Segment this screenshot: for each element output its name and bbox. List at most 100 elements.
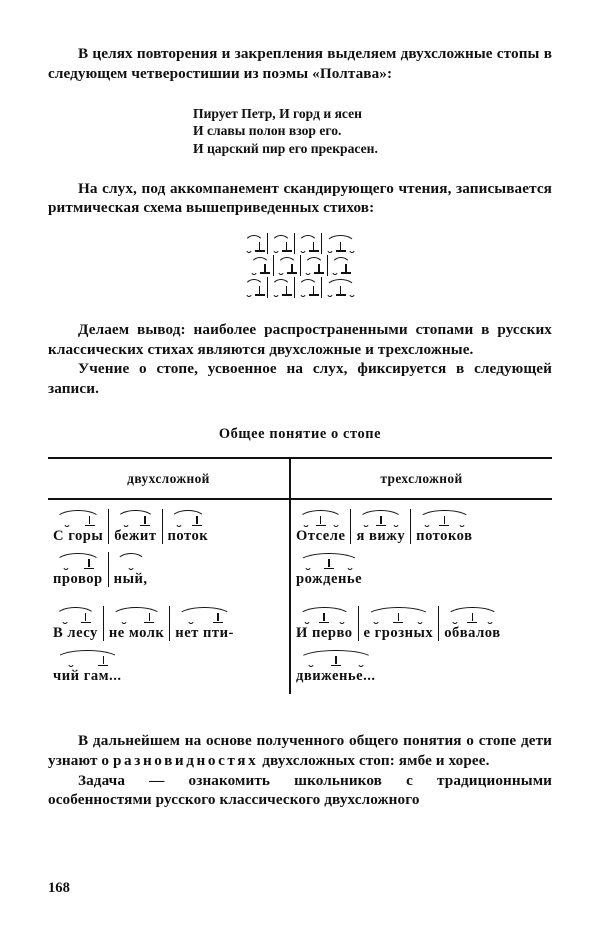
breve-mark-icon — [371, 613, 382, 625]
breve-mark-icon — [249, 264, 260, 276]
breve-mark-icon — [60, 613, 71, 625]
spacer — [48, 716, 552, 731]
foot-arc-icon — [110, 607, 163, 617]
foot-arc-icon — [271, 278, 291, 289]
ictus-mark-icon — [260, 263, 271, 276]
ictus-mark-icon — [335, 285, 346, 298]
foot-arc-icon — [297, 553, 361, 563]
scansion-marks — [296, 552, 362, 571]
verse-line-2: И славы полон взор его. — [193, 123, 342, 139]
breve-mark-icon — [390, 516, 401, 528]
foot-arc-icon — [244, 278, 264, 289]
breve-mark-icon — [61, 516, 72, 528]
ictus-mark-icon — [281, 241, 292, 254]
spacer — [48, 218, 552, 233]
scansion-foot-group: чий гам... — [48, 649, 127, 684]
breve-mark-icon — [484, 613, 495, 625]
scansion-mark-row — [444, 613, 500, 625]
paragraph-record: Учение о стопе, усвоенное на слух, фикси… — [48, 360, 552, 397]
scansion-marks — [444, 606, 500, 625]
foot-arc-icon — [116, 510, 155, 520]
ictus-mark-icon — [98, 656, 109, 668]
scansion-mark-row — [168, 516, 209, 528]
breve-mark-icon — [185, 613, 196, 625]
page-content: В целях повторения и закрепления выделяе… — [48, 44, 552, 810]
scansion-foot-group: потоков — [411, 509, 477, 544]
ictus-mark-icon — [375, 516, 386, 528]
scansion-foot-group: И перво — [291, 606, 359, 642]
foot-arc-icon — [177, 607, 232, 617]
emphasis-spaced-word: разновидностях — [113, 751, 259, 769]
scansion-word: не молк — [108, 625, 165, 642]
scansion-mark-row — [53, 559, 103, 571]
breve-mark-icon — [449, 613, 460, 625]
scansion-mark-row — [364, 613, 434, 625]
foot-arc-icon — [418, 510, 471, 520]
scansion-marks — [296, 649, 376, 668]
foot-arc-icon — [358, 510, 404, 520]
breve-mark-icon — [243, 286, 254, 298]
ictus-mark-icon — [192, 516, 203, 528]
scansion-marks — [356, 509, 405, 528]
breve-mark-icon — [270, 286, 281, 298]
scansion-marks — [53, 606, 98, 625]
breve-mark-icon — [66, 656, 77, 668]
paragraph-further-part-a: В дальнейшем на основе полученного общег… — [48, 732, 552, 769]
paragraph-further-part-b: двухсложных стоп: ямбе и хорее. — [258, 751, 490, 769]
scansion-mark-row — [296, 559, 362, 571]
rhythmic-scheme-diagram — [48, 232, 552, 298]
breve-mark-icon — [324, 242, 335, 254]
scansion-line: чий гам... — [48, 649, 289, 684]
paragraph-rhythm-intro: На слух, под аккомпанемент скандирующего… — [48, 179, 552, 217]
ictus-mark-icon — [393, 613, 404, 625]
rhythmic-scheme-row — [241, 232, 359, 254]
breve-mark-icon — [276, 264, 287, 276]
spacer — [48, 398, 552, 420]
scansion-mark-row — [114, 516, 156, 528]
page-number: 168 — [48, 880, 70, 896]
breve-mark-icon — [120, 516, 131, 528]
scansion-word: нет пти- — [175, 625, 234, 642]
spacer — [48, 83, 552, 105]
scansion-marks — [175, 606, 234, 625]
ictus-mark-icon — [254, 241, 265, 254]
scansion-marks — [168, 509, 209, 528]
scansion-foot-group: провор — [48, 552, 109, 588]
scansion-mark-row — [175, 613, 234, 625]
scansion-word: чий гам... — [53, 668, 122, 685]
scansion-marks — [416, 509, 472, 528]
spacer — [48, 157, 552, 179]
foot-arc-icon — [325, 278, 356, 289]
rhythmic-scheme-row — [247, 254, 354, 276]
scansion-mark-row — [416, 516, 472, 528]
spacer — [48, 694, 552, 716]
scansion-word: движенье... — [295, 668, 376, 685]
scansion-marks — [53, 649, 122, 668]
scansion-line: движенье... — [291, 649, 552, 684]
scansion-foot-group: е грозных — [359, 606, 440, 642]
ictus-mark-icon — [467, 613, 478, 625]
breve-mark-icon — [301, 613, 312, 625]
scansion-marks — [364, 606, 434, 625]
scansion-word: Отселе — [295, 528, 346, 545]
scansion-word: бежит — [114, 528, 157, 545]
ictus-mark-icon — [84, 516, 95, 528]
foot-arc-icon — [446, 607, 499, 617]
scansion-foot-group: ный, — [109, 552, 153, 587]
scansion-mark-row — [114, 559, 148, 571]
breve-mark-icon — [355, 656, 366, 668]
scansion-marks — [114, 509, 156, 528]
breve-mark-icon — [270, 242, 281, 254]
table-title: Общее понятие о стопе — [218, 426, 382, 443]
foot-arc-icon — [55, 607, 96, 617]
verse-line-3: И царский пир его прекрасен. — [193, 140, 378, 156]
rhythmic-foot — [268, 232, 295, 254]
verse-line-1: Пирует Петр, И горд и ясен — [193, 106, 362, 122]
